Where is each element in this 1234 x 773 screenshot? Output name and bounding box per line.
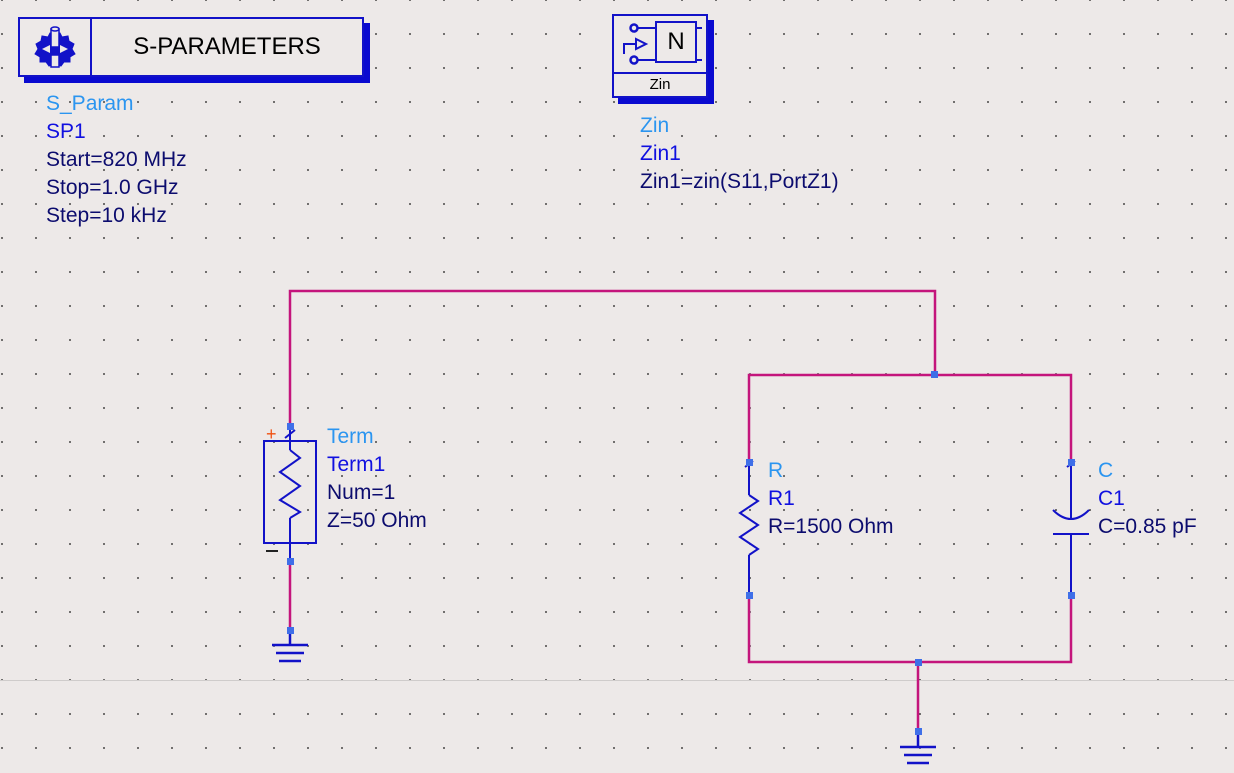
ground-icon [900,731,936,765]
network-port-icon [623,21,702,65]
pin [287,558,294,565]
gear-icon [20,19,92,75]
zin-equation-component[interactable]: N Zin [612,14,708,98]
sparam-instance-label[interactable]: SP1 [46,120,86,143]
capacitor-instance-label[interactable]: C1 [1098,487,1125,510]
zin-box-label: Zin [614,72,706,96]
capacitor-value-param[interactable]: C=0.85 pF [1098,515,1197,538]
pin [1068,592,1075,599]
pin [915,659,922,666]
ground-icon [272,630,308,663]
pin [1068,459,1075,466]
s-parameters-controller[interactable]: S-PARAMETERS [18,17,364,77]
term-num-param[interactable]: Num=1 [327,481,396,504]
wire [288,289,937,426]
term-instance-label[interactable]: Term1 [327,453,386,476]
zin-type-label: Zin [640,114,670,137]
pin [746,592,753,599]
resistor-instance-label[interactable]: R1 [768,487,795,510]
term-type-label: Term [327,425,374,448]
term-symbol [263,426,317,561]
pin [931,371,938,378]
zin-box-symbol: N [667,28,685,55]
resistor-symbol [738,460,760,595]
resistor-type-label: R [768,459,784,482]
sparam-start-param[interactable]: Start=820 MHz [46,148,187,171]
zin-instance-label[interactable]: Zin1 [640,142,681,165]
sparam-stop-param[interactable]: Stop=1.0 GHz [46,176,179,199]
capacitor-symbol [1052,460,1090,595]
wire [747,595,1073,664]
pin [287,627,294,634]
term-impedance-param[interactable]: Z=50 Ohm [327,509,427,532]
pin [915,728,922,735]
resistor-value-param[interactable]: R=1500 Ohm [768,515,894,538]
sparam-step-param[interactable]: Step=10 kHz [46,204,167,227]
pin [746,459,753,466]
term-plus-sign: + [266,424,277,444]
page-boundary-line [0,680,1234,681]
capacitor-type-label: C [1098,459,1114,482]
s-parameters-title: S-PARAMETERS [133,33,321,60]
pin [287,423,294,430]
sparam-type-label: S_Param [46,92,134,115]
zin-expression-param[interactable]: Zin1=zin(S11,PortZ1) [640,170,839,193]
wire [747,373,1073,462]
